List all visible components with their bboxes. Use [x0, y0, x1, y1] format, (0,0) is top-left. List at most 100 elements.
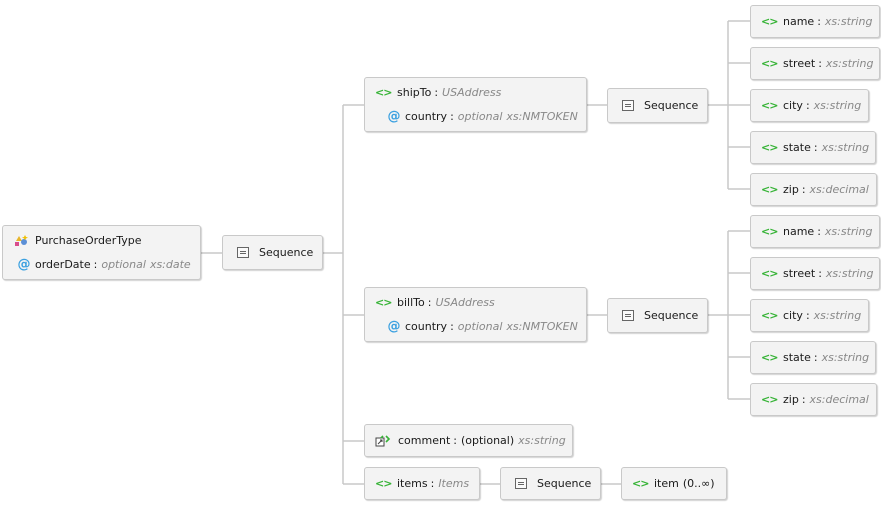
field-name: city	[783, 99, 803, 112]
bill-to-field-state[interactable]: <>state:xs:string	[750, 341, 876, 374]
attr-name: orderDate	[35, 258, 91, 271]
element-icon: <>	[761, 351, 778, 364]
element-name: billTo	[397, 296, 425, 309]
attribute-icon: @	[387, 109, 401, 124]
separator: :	[818, 57, 822, 70]
bill-to-field-street[interactable]: <> street:xs:string	[750, 257, 880, 290]
element-qualifier: (0..∞)	[682, 477, 715, 490]
sequence-icon	[515, 478, 527, 489]
field-name: zip	[783, 183, 799, 196]
element-icon: <>	[761, 183, 778, 196]
bill-to-field-city[interactable]: <> city:xs:string	[750, 299, 869, 332]
ship-to-field-zip[interactable]: <> zip:xs:decimal	[750, 173, 877, 206]
root-type-name: PurchaseOrderType	[35, 234, 142, 247]
field-type: xs:string	[821, 351, 870, 364]
element-name: comment	[398, 434, 451, 447]
bill-to-node[interactable]: <> billTo : USAddress @ country : option…	[364, 287, 587, 342]
sequence-icon	[237, 247, 249, 258]
field-name: name	[783, 15, 815, 28]
complex-type-icon	[13, 234, 31, 247]
separator: :	[805, 309, 810, 322]
field-name: city	[783, 309, 803, 322]
separator: :	[93, 258, 98, 271]
attr-optional: optional	[457, 320, 503, 333]
element-type: Items	[438, 477, 470, 490]
element-icon: <>	[375, 296, 392, 309]
separator: :	[434, 86, 439, 99]
ship-to-field-street[interactable]: <>street:xs:string	[750, 47, 880, 80]
separator: :	[453, 434, 457, 447]
bill-to-sequence-node[interactable]: Sequence	[607, 298, 708, 333]
field-type: xs:string	[825, 57, 874, 70]
attr-optional: optional	[101, 258, 146, 271]
field-type: xs:string	[824, 225, 873, 238]
bill-to-field-name[interactable]: <>name:xs:string	[750, 215, 880, 248]
main-sequence-node[interactable]: Sequence	[222, 235, 323, 270]
attr-type: xs:NMTOKEN	[506, 320, 578, 333]
ship-to-node[interactable]: <> shipTo : USAddress @ country : option…	[364, 77, 587, 132]
ship-to-field-state[interactable]: <> state:xs:string	[750, 131, 876, 164]
field-name: zip	[783, 393, 799, 406]
attr-name: country	[405, 110, 448, 123]
field-type: xs:string	[813, 309, 862, 322]
separator: :	[818, 267, 822, 280]
sequence-icon	[622, 100, 634, 111]
separator: :	[430, 477, 435, 490]
separator: :	[427, 296, 432, 309]
separator: :	[450, 320, 454, 333]
element-icon: <>	[761, 99, 778, 112]
field-type: xs:decimal	[809, 393, 869, 406]
element-qualifier: (optional)	[460, 434, 515, 447]
field-type: xs:decimal	[809, 183, 869, 196]
separator: :	[801, 183, 806, 196]
ship-to-field-name[interactable]: <> name:xs:string	[750, 5, 880, 38]
element-icon: <>	[375, 86, 392, 99]
attr-optional: optional	[457, 110, 503, 123]
field-name: street	[783, 267, 816, 280]
comment-node[interactable]: comment : (optional) xs:string	[364, 424, 573, 457]
element-name: shipTo	[397, 86, 432, 99]
element-icon: <>	[761, 15, 778, 28]
element-type: USAddress	[442, 86, 502, 99]
bill-to-field-zip[interactable]: <>zip:xs:decimal	[750, 383, 877, 416]
field-type: xs:string	[821, 141, 870, 154]
separator: :	[813, 351, 818, 364]
sequence-label: Sequence	[644, 99, 699, 112]
element-reference-icon	[375, 434, 395, 447]
sequence-label: Sequence	[259, 246, 314, 259]
purchase-order-type-node[interactable]: PurchaseOrderType @ orderDate : optional…	[2, 225, 201, 280]
separator: :	[817, 15, 821, 28]
field-type: xs:string	[824, 15, 873, 28]
element-icon: <>	[761, 141, 778, 154]
attr-type: xs:date	[149, 258, 191, 271]
separator: :	[813, 141, 818, 154]
item-node[interactable]: <> item (0..∞)	[621, 467, 727, 500]
element-icon: <>	[761, 267, 778, 280]
field-type: xs:string	[825, 267, 874, 280]
sequence-label: Sequence	[537, 477, 592, 490]
separator: :	[817, 225, 821, 238]
items-node[interactable]: <> items : Items	[364, 467, 480, 500]
attr-name: country	[405, 320, 448, 333]
sequence-label: Sequence	[644, 309, 699, 322]
element-icon: <>	[761, 393, 778, 406]
field-type: xs:string	[813, 99, 862, 112]
field-name: street	[783, 57, 816, 70]
element-name: item	[654, 477, 679, 490]
ship-to-field-city[interactable]: <> city:xs:string	[750, 89, 869, 122]
element-icon: <>	[761, 225, 778, 238]
sequence-icon	[622, 310, 634, 321]
separator: :	[450, 110, 454, 123]
element-type: xs:string	[518, 434, 566, 447]
ship-to-sequence-node[interactable]: Sequence	[607, 88, 708, 123]
field-name: state	[783, 141, 811, 154]
separator: :	[805, 99, 810, 112]
element-icon: <>	[375, 477, 392, 490]
attr-type: xs:NMTOKEN	[506, 110, 578, 123]
items-sequence-node[interactable]: Sequence	[500, 467, 601, 500]
element-icon: <>	[761, 309, 778, 322]
element-name: items	[397, 477, 428, 490]
attribute-icon: @	[387, 319, 401, 334]
